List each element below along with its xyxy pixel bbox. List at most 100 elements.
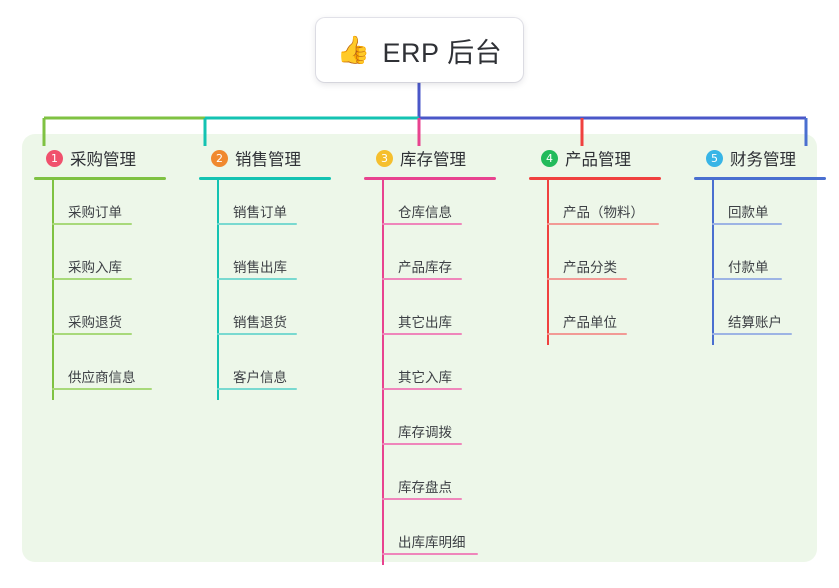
branch-number-badge: 5	[706, 149, 723, 167]
branch-title: 财务管理	[730, 151, 796, 169]
branch-title: 产品管理	[565, 151, 631, 169]
branch-item-label: 回款单	[728, 205, 769, 220]
branch-item[interactable]: 采购订单	[34, 180, 154, 235]
branch-item-rule	[547, 278, 627, 280]
branch-item-label: 其它出库	[398, 315, 452, 330]
branch-item[interactable]: 付款单	[694, 235, 814, 290]
branch-item[interactable]: 销售订单	[199, 180, 319, 235]
branch-item-label: 产品单位	[563, 315, 617, 330]
branch-item[interactable]: 出库库明细	[364, 510, 484, 565]
branch-item[interactable]: 回款单	[694, 180, 814, 235]
branch-column-4: 4 产品管理产品（物料） 产品分类产品单位	[529, 146, 661, 345]
branch-item[interactable]: 销售出库	[199, 235, 319, 290]
branch-item[interactable]: 仓库信息	[364, 180, 484, 235]
branch-item-rule	[217, 333, 297, 335]
branch-spine	[217, 180, 219, 400]
branch-item-list: 销售订单销售出库销售退货客户信息	[199, 180, 319, 400]
branch-item-label: 产品库存	[398, 260, 452, 275]
branch-item-rule	[217, 388, 297, 390]
branch-item-label: 产品分类	[563, 260, 617, 275]
branch-title: 库存管理	[400, 151, 466, 169]
root-node-title: ERP 后台	[382, 37, 503, 68]
branch-header-rule	[199, 177, 331, 180]
branch-item-label: 客户信息	[233, 370, 287, 385]
branch-item-label: 仓库信息	[398, 205, 452, 220]
branch-item-rule	[712, 223, 782, 225]
branch-item[interactable]: 销售退货	[199, 290, 319, 345]
branch-item-label: 付款单	[728, 260, 769, 275]
branch-item-rule	[217, 278, 297, 280]
branch-item-rule	[382, 553, 478, 555]
branch-item-list: 采购订单采购入库采购退货供应商信息	[34, 180, 154, 400]
branch-item[interactable]: 产品单位	[529, 290, 649, 345]
content-panel	[22, 134, 817, 562]
branch-item-rule	[382, 333, 462, 335]
branch-column-5: 5 财务管理回款单付款单结算账户	[694, 146, 826, 345]
branch-item-label: 库存盘点	[398, 480, 452, 495]
branch-header-3[interactable]: 3 库存管理	[364, 146, 484, 170]
branch-spine	[52, 180, 54, 400]
branch-number-badge: 3	[376, 149, 393, 167]
branch-item[interactable]: 采购退货	[34, 290, 154, 345]
branch-number-badge: 2	[211, 149, 228, 167]
branch-item[interactable]: 其它入库	[364, 345, 484, 400]
branch-item-label: 供应商信息	[68, 370, 136, 385]
branch-item-rule	[52, 278, 132, 280]
branch-item[interactable]: 库存调拨	[364, 400, 484, 455]
branch-item-label: 采购退货	[68, 315, 122, 330]
thumbs-up-emoji: 👍	[336, 34, 371, 65]
branch-item[interactable]: 产品库存	[364, 235, 484, 290]
branch-item[interactable]: 采购入库	[34, 235, 154, 290]
branch-item-rule	[382, 388, 462, 390]
branch-item-list: 仓库信息产品库存其它出库其它入库库存调拨库存盘点出库库明细	[364, 180, 484, 565]
branch-item[interactable]: 供应商信息	[34, 345, 154, 400]
branch-title: 销售管理	[235, 151, 301, 169]
branch-item-label: 出库库明细	[398, 535, 466, 550]
branch-item-list: 回款单付款单结算账户	[694, 180, 814, 345]
branch-item-label: 销售订单	[233, 205, 287, 220]
branch-header-rule	[529, 177, 661, 180]
branch-item-rule	[52, 388, 152, 390]
branch-spine	[547, 180, 549, 345]
branch-item[interactable]: 结算账户	[694, 290, 814, 345]
branch-item-rule	[382, 443, 462, 445]
branch-item-label: 结算账户	[728, 315, 782, 330]
root-node-card[interactable]: 👍 ERP 后台	[316, 18, 523, 82]
branch-item[interactable]: 客户信息	[199, 345, 319, 400]
branch-number-badge: 4	[541, 149, 558, 167]
branch-item-rule	[382, 278, 462, 280]
branch-header-rule	[34, 177, 166, 180]
branch-item-rule	[52, 333, 132, 335]
branch-item[interactable]: 产品分类	[529, 235, 649, 290]
branch-item-label: 采购入库	[68, 260, 122, 275]
branch-header-1[interactable]: 1 采购管理	[34, 146, 154, 170]
branch-item-label: 销售退货	[233, 315, 287, 330]
root-node-content: 👍 ERP 后台	[337, 31, 502, 70]
branch-number-badge: 1	[46, 149, 63, 167]
branch-header-4[interactable]: 4 产品管理	[529, 146, 649, 170]
branch-item-label: 销售出库	[233, 260, 287, 275]
branch-item-label: 库存调拨	[398, 425, 452, 440]
branch-item-label: 产品（物料）	[563, 205, 644, 220]
branch-item[interactable]: 库存盘点	[364, 455, 484, 510]
branch-header-2[interactable]: 2 销售管理	[199, 146, 319, 170]
branch-item-rule	[712, 333, 792, 335]
branch-column-1: 1 采购管理采购订单采购入库采购退货供应商信息	[34, 146, 166, 400]
branch-item[interactable]: 其它出库	[364, 290, 484, 345]
branch-header-rule	[694, 177, 826, 180]
branch-item-rule	[382, 223, 462, 225]
branch-header-5[interactable]: 5 财务管理	[694, 146, 814, 170]
branch-item-rule	[382, 498, 462, 500]
branch-header-rule	[364, 177, 496, 180]
branch-item-label: 采购订单	[68, 205, 122, 220]
branch-item[interactable]: 产品（物料）	[529, 180, 659, 235]
branch-item-rule	[217, 223, 297, 225]
branch-spine	[712, 180, 714, 345]
branch-title: 采购管理	[70, 151, 136, 169]
branch-item-rule	[547, 223, 659, 225]
branch-column-2: 2 销售管理销售订单销售出库销售退货客户信息	[199, 146, 331, 400]
branch-spine	[382, 180, 384, 565]
branch-item-rule	[712, 278, 782, 280]
